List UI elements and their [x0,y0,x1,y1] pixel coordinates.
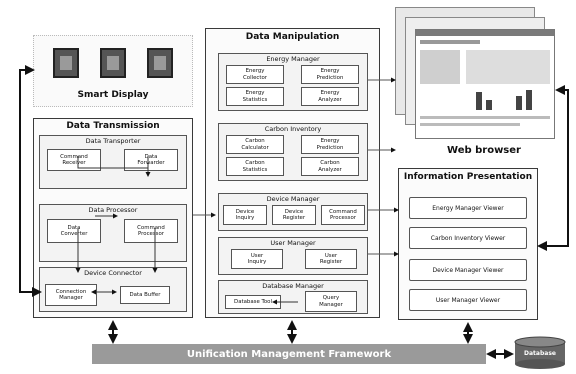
energy-manager-viewer: Energy Manager Viewer [409,197,527,219]
carbon-inventory-title: Carbon Inventory [264,125,322,133]
smart-display-label: Smart Display [77,90,149,100]
carbon-statistics-box: Carbon Statistics [226,157,284,176]
user-manager-section: User Manager User Inquiry User Register [218,237,368,275]
database-icon: Database [514,336,566,370]
carbon-calculator-box: Carbon Calculator [226,135,284,154]
connection-manager-box: Connection Manager [45,284,97,306]
carbon-analyzer-box: Carbon Analyzer [301,157,359,176]
chart-bars-icon [476,92,482,110]
energy-collector-box: Energy Collector [226,65,284,84]
user-inquiry-box: User Inquiry [231,249,283,269]
database-manager-title: Database Manager [262,282,324,290]
command-processor-box: Command Processor [321,205,365,225]
user-register-box: User Register [305,249,357,269]
unification-management-framework: Unification Management Framework [92,344,486,364]
device-connector-section: Device Connector Connection Manager Data… [39,267,187,312]
data-buffer-box: Data Buffer [120,286,170,304]
data-manipulation-title: Data Manipulation [245,32,340,42]
display-device-icon [100,48,126,78]
user-manager-viewer: User Manager Viewer [409,289,527,311]
data-forwarder-box: Data Forwarder [124,149,178,171]
web-browser-label: Web browser [447,145,521,156]
data-processor-title: Data Processor [88,206,138,214]
command-receiver-box: Command Receiver [47,149,101,171]
device-inquiry-box: Device Inquiry [223,205,267,225]
energy-prediction-box: Energy Prediction [301,135,359,154]
energy-prediction-box: Energy Prediction [301,65,359,84]
data-converter-box: Data Converter [47,219,101,243]
query-manager-box: Query Manager [305,291,357,312]
database-label: Database [524,350,556,357]
device-manager-title: Device Manager [266,195,320,203]
display-device-icon [53,48,79,78]
display-device-icon [147,48,173,78]
carbon-inventory-section: Carbon Inventory Carbon Calculator Energ… [218,123,368,181]
command-processor-box: Command Processor [124,219,178,243]
energy-manager-title: Energy Manager [266,55,320,63]
information-presentation-panel: Information Presentation Energy Manager … [398,168,538,320]
database-manager-section: Database Manager Database Tool Query Man… [218,280,368,314]
user-manager-title: User Manager [270,239,316,247]
energy-analyzer-box: Energy Analyzer [301,87,359,106]
browser-window [415,29,555,139]
framework-label: Unification Management Framework [186,348,392,360]
data-transporter-section: Data Transporter Command Receiver Data F… [39,135,187,189]
web-browser-panel: Web browser [393,5,555,163]
energy-statistics-box: Energy Statistics [226,87,284,106]
data-manipulation-panel: Data Manipulation Energy Manager Energy … [205,28,380,318]
device-manager-section: Device Manager Device Inquiry Device Reg… [218,193,368,231]
data-transmission-panel: Data Transmission Data Transporter Comma… [33,118,193,318]
device-register-box: Device Register [272,205,316,225]
information-presentation-title: Information Presentation [403,172,533,182]
smart-display-panel: Smart Display [33,35,193,107]
database-tool-box: Database Tool [225,295,281,309]
device-connector-title: Device Connector [84,269,142,277]
carbon-inventory-viewer: Carbon Inventory Viewer [409,227,527,249]
data-transporter-title: Data Transporter [85,137,141,145]
data-processor-section: Data Processor Data Converter Command Pr… [39,204,187,262]
data-transmission-title: Data Transmission [66,121,160,131]
energy-manager-section: Energy Manager Energy Collector Energy P… [218,53,368,111]
device-manager-viewer: Device Manager Viewer [409,259,527,281]
